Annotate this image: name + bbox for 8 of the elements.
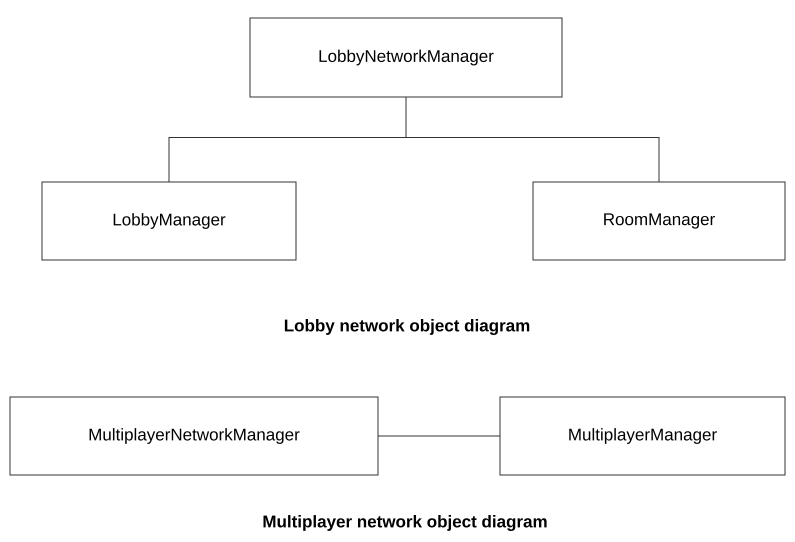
class-box: LobbyNetworkManager (250, 18, 562, 98)
diagram-caption: Lobby network object diagram (284, 319, 530, 335)
class-box: MultiplayerManager (500, 396, 786, 476)
class-box: MultiplayerNetworkManager (10, 396, 378, 476)
connector-line (406, 97, 660, 182)
class-box: RoomManager (532, 182, 786, 260)
diagram-caption: Multiplayer network object diagram (264, 515, 547, 531)
class-box: LobbyManager (42, 182, 296, 260)
